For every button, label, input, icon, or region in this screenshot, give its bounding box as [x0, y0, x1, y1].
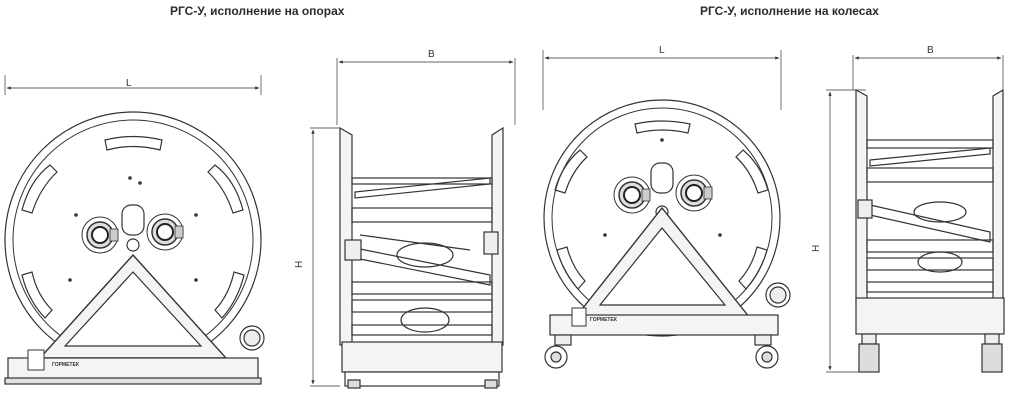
- brand-label-2: ГОРМЕТЕК: [590, 317, 618, 323]
- dimension-l-label-1: L: [126, 78, 132, 89]
- brand-label-1: ГОРМЕТЕК: [52, 362, 80, 368]
- reel-front-view-wheels: [542, 50, 791, 369]
- dimension-l-label-2: L: [659, 45, 665, 56]
- dimension-h-label-2: H: [811, 245, 822, 252]
- caption-feet-version: РГС-У, исполнение на опорах: [170, 4, 345, 18]
- reel-side-view-wheels: [826, 55, 1005, 373]
- dimension-h-label-1: H: [294, 261, 305, 268]
- dimension-b-label-2: B: [927, 45, 934, 56]
- reel-side-view-feet: [310, 58, 516, 389]
- dimension-b-label-1: B: [428, 49, 435, 60]
- reel-front-view-feet: [4, 75, 265, 385]
- caption-wheels-version: РГС-У, исполнение на колесах: [700, 4, 879, 18]
